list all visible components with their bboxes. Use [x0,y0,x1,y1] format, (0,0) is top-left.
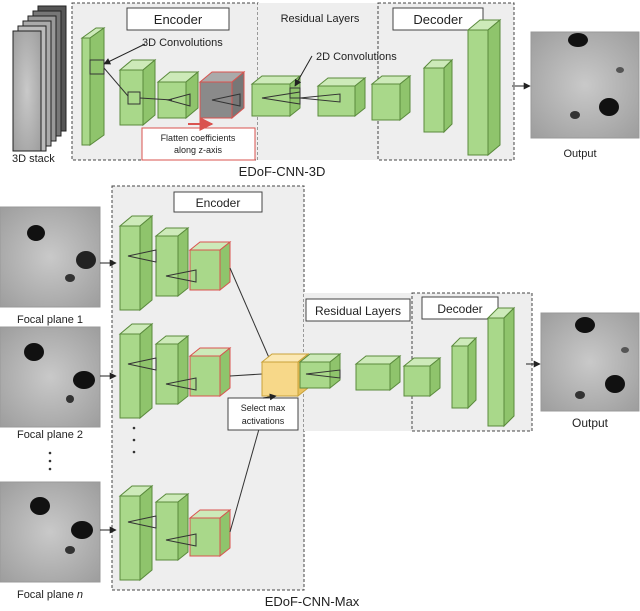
bottom-output-image [540,312,640,412]
vertical-ellipsis-left [48,451,52,471]
focal-plane-1-label: Focal plane 1 [17,314,83,326]
top-network: Encoder Residual Layers Decoder 3D stack [12,2,640,179]
encoder-branch-1 [118,214,232,312]
bottom-network: Encoder Residual Layers Decoder Focal pl… [0,185,640,609]
top-output-label: Output [563,148,596,160]
top-output-image [530,31,640,139]
bottom-decoder-blocks [402,306,516,428]
top-decoder-label: Decoder [413,12,463,27]
bottom-residual-label: Residual Layers [315,304,401,318]
select-max-box [227,397,299,431]
top-residual-label: Residual Layers [281,13,360,25]
bottom-output-label: Output [572,416,609,430]
top-encoder-label: Encoder [154,12,203,27]
focal-plane-2-image [0,326,101,428]
flatten-line2: along z-axis [174,145,223,155]
bottom-encoder-label: Encoder [196,196,241,210]
select-max-line2: activations [242,416,285,426]
focal-plane-n-image [0,481,101,583]
flatten-line1: Flatten coefficients [161,133,236,143]
bottom-residual-blocks [298,352,402,392]
conv2d-label: 2D Convolutions [316,51,397,63]
bottom-decoder-label: Decoder [437,302,482,316]
encoder-branch-2 [118,322,232,420]
input-3d-stack [12,5,67,152]
top-decoder-blocks [370,18,502,157]
focal-plane-2-label: Focal plane 2 [17,429,83,441]
top-caption: EDoF-CNN-3D [239,164,326,179]
focal-plane-1-image [0,206,101,308]
select-max-line1: Select max [241,403,286,413]
top-encoder-blocks [80,27,246,146]
stack-label: 3D stack [12,153,55,165]
flatten-annotation-box [141,127,256,161]
bottom-caption: EDoF-CNN-Max [265,594,360,609]
vertical-ellipsis-encoder [132,426,136,454]
top-residual-blocks [250,74,367,118]
encoder-branch-n [118,484,232,582]
focal-plane-n-label: Focal plane n [17,589,83,601]
conv3d-label: 3D Convolutions [142,37,223,49]
